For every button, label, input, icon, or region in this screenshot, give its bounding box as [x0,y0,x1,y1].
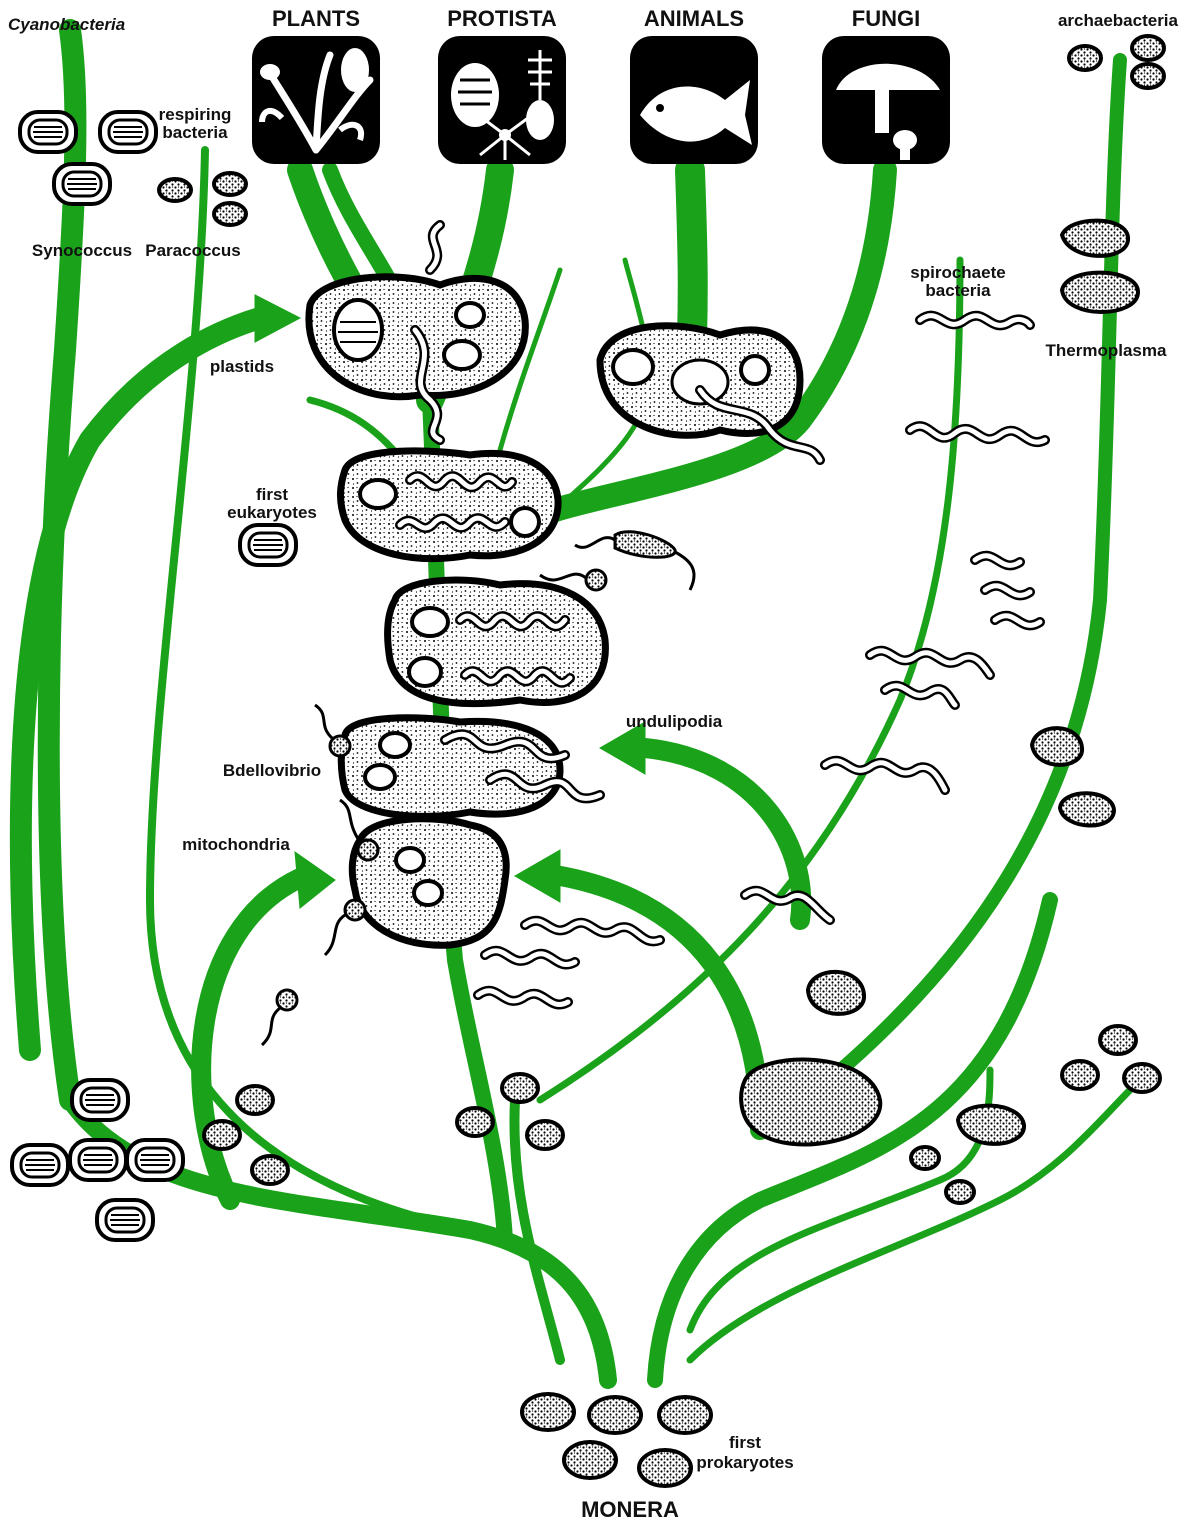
mid-eukaryote-cell [388,580,606,704]
animal-fungi-cell [600,326,820,460]
label-first-prokaryotes-line1: first [729,1433,761,1452]
label-bacteria: bacteria [162,123,228,142]
label-bdellovibrio: Bdellovibrio [223,761,321,780]
label-spirochaete-bacteria: bacteria [925,281,991,300]
green-branches [21,30,1130,1380]
label-undulipodia: undulipodia [626,712,723,731]
label-plastids: plastids [210,357,274,376]
bdellovibrio-cell [315,705,600,816]
label-archaebacteria: archaebacteria [1058,11,1179,30]
label-cyanobacteria: Cyanobacteria [8,15,125,34]
animals-icon [630,36,758,164]
first-prokaryotes-cells [522,1394,711,1486]
label-first-prokaryotes-line2: prokaryotes [696,1453,793,1472]
kingdom-label-plants: PLANTS [272,6,360,31]
fungi-icon [822,36,950,164]
center-arrowhead [515,850,560,902]
mitochondria-arrowhead [295,852,335,908]
kingdom-label-monera: MONERA [581,1497,679,1522]
label-synococcus: Synococcus [32,241,132,260]
label-respiring: respiring [159,105,232,124]
protista-icon [438,36,566,164]
branch-mitochondria-arrow [201,878,300,1200]
respiring-bacteria-cells-lower [204,1074,563,1184]
kingdom-label-protista: PROTISTA [447,6,557,31]
label-spirochaete: spirochaete [910,263,1005,282]
label-first-eukaryotes-line1: first [256,485,288,504]
branch-center-arrow [555,875,760,1130]
thermoplasma-cells [741,221,1160,1203]
plastids-arrowhead [255,295,300,342]
plants-icon [252,36,380,164]
label-paracoccus: Paracoccus [145,241,240,260]
label-first-eukaryotes-line2: eukaryotes [227,503,317,522]
kingdom-label-animals: ANIMALS [644,6,744,31]
kingdom-label-fungi: FUNGI [852,6,920,31]
label-thermoplasma: Thermoplasma [1046,341,1167,360]
first-eukaryote-cell [340,451,558,559]
synococcus-cells [20,112,156,204]
spirochaete-attached-cell [540,532,694,590]
label-mitochondria: mitochondria [182,835,290,854]
